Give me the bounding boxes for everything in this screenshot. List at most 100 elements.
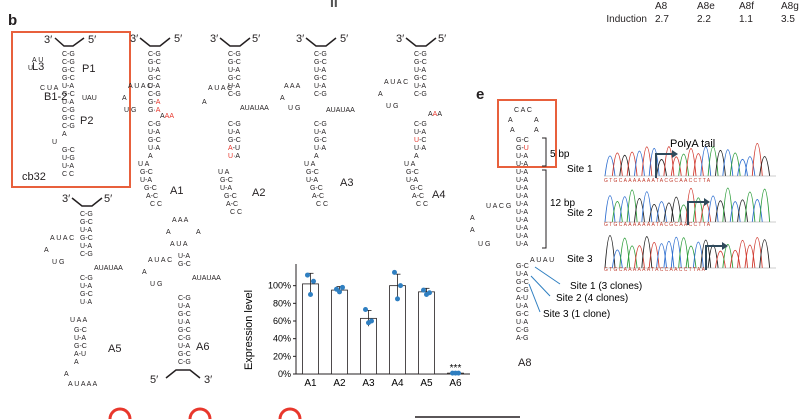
chart-y-tick-label: 40% — [273, 334, 291, 344]
cb32-P2-label: P2 — [80, 115, 93, 127]
chart-x-label-A4: A4 — [391, 378, 404, 389]
site-1-callout: Site 1 (3 clones) — [570, 281, 642, 292]
trace-peak — [715, 150, 726, 177]
svg-text:A: A — [142, 269, 147, 276]
svg-text:U-A: U-A — [516, 271, 528, 278]
svg-text:U-A: U-A — [516, 209, 528, 216]
svg-text:U A A: U A A — [70, 317, 87, 324]
trace-peak — [759, 156, 771, 177]
svg-text:A-C: A-C — [412, 193, 424, 200]
svg-text:U-A: U-A — [228, 129, 240, 136]
svg-text:A U A C: A U A C — [148, 257, 172, 264]
svg-text:A A A: A A A — [284, 83, 301, 90]
chart-bar-A2 — [331, 289, 348, 375]
svg-text:C C: C C — [416, 201, 428, 208]
trace-peak — [619, 237, 631, 269]
A8-label: A8 — [518, 357, 531, 369]
svg-text:U G: U G — [386, 103, 398, 110]
svg-text:A: A — [470, 227, 475, 234]
svg-text:G-C: G-C — [228, 75, 241, 82]
A3-5prime-label: 5′ — [340, 33, 348, 45]
A5-3prime-label: 3′ — [62, 193, 70, 205]
svg-text:C-G: C-G — [62, 123, 75, 130]
svg-text:C C: C C — [150, 201, 162, 208]
svg-text:A: A — [280, 95, 285, 102]
cb32-label: cb32 — [22, 171, 46, 183]
svg-text:U-A: U-A — [220, 185, 232, 192]
svg-text:U-A: U-A — [62, 163, 74, 170]
trace-peak — [641, 236, 653, 269]
induction-col: A8e — [697, 1, 715, 12]
svg-text:U-A: U-A — [516, 177, 528, 184]
trace-1 — [604, 142, 776, 177]
trace-peak — [729, 152, 741, 177]
trace-peak — [685, 148, 697, 177]
svg-text:A: A — [196, 229, 201, 236]
svg-text:A: A — [414, 153, 419, 160]
A5-label: A5 — [108, 343, 121, 355]
cb32-L3-label: L3 — [32, 61, 44, 73]
svg-text:C-G: C-G — [62, 51, 75, 58]
trace-2-arrow — [687, 201, 708, 225]
trace-peak — [648, 242, 660, 269]
trace-2 — [604, 187, 776, 223]
svg-text:U-A: U-A — [178, 343, 190, 350]
svg-text:G-C: G-C — [224, 193, 237, 200]
trace-peak — [634, 150, 645, 177]
trace-peak — [722, 244, 734, 269]
cb32-P1-label: P1 — [82, 63, 95, 75]
chart-point-A6 — [456, 370, 461, 376]
chart-bar-A3 — [360, 317, 377, 375]
chart-point-A5 — [421, 287, 426, 293]
chart-y-tick-label: 20% — [273, 351, 291, 361]
svg-text:U·A: U·A — [516, 319, 528, 326]
trace-peak — [729, 201, 741, 223]
svg-text:U-A: U-A — [148, 129, 160, 136]
svg-text:G-C: G-C — [406, 169, 419, 176]
svg-text:G-C: G-C — [80, 219, 93, 226]
trace-peak — [759, 188, 771, 223]
svg-text:A-U: A-U — [74, 351, 86, 358]
svg-text:G-C: G-C — [228, 59, 241, 66]
svg-text:C-G: C-G — [62, 107, 75, 114]
svg-text:G-C: G-C — [306, 169, 319, 176]
svg-text:A: A — [148, 153, 153, 160]
svg-text:U-A: U-A — [74, 335, 86, 342]
svg-text:C-G: C-G — [314, 51, 327, 58]
svg-text:U·A: U·A — [148, 145, 160, 152]
svg-text:U-A: U-A — [516, 153, 528, 160]
svg-text:G-C: G-C — [74, 327, 87, 334]
trace-peak — [619, 196, 631, 223]
svg-text:U-A: U-A — [414, 129, 426, 136]
trace-peak — [604, 195, 616, 223]
chart-point-A1 — [311, 278, 316, 284]
trace-peak — [663, 241, 675, 269]
structure-A5: 3′ 5′ C-GG-C U-AG-C U-AC-G A U A CA U GA… — [44, 193, 123, 388]
trace-peak — [670, 196, 682, 223]
svg-text:U-A: U-A — [62, 83, 74, 90]
svg-text:G-C: G-C — [74, 343, 87, 350]
svg-text:U-A: U-A — [406, 177, 418, 184]
svg-text:A: A — [62, 131, 67, 138]
induction-col: A8 — [655, 1, 668, 12]
svg-text:A A A: A A A — [172, 217, 189, 224]
chart-ylabel: Expression level — [243, 290, 255, 370]
trace-peak — [751, 199, 763, 223]
panel-b-letter: b — [8, 12, 18, 29]
A2-3prime-label: 3′ — [210, 33, 218, 45]
site-2-callout: Site 2 (4 clones) — [556, 293, 628, 304]
svg-text:U-A: U-A — [516, 225, 528, 232]
svg-text:U A: U A — [404, 161, 416, 168]
structure-A1: 3′ 5′ C-GG-C U-AG-C U-AC-G G-A G·A A U A… — [122, 33, 183, 208]
bottom-decor — [108, 407, 520, 419]
A6-label: A6 — [196, 341, 209, 353]
trace-peak — [744, 191, 756, 223]
svg-text:U-G: U-G — [62, 155, 75, 162]
svg-text:G-C: G-C — [220, 177, 233, 184]
svg-text:C C: C C — [230, 209, 242, 216]
trace-peak — [670, 156, 682, 177]
svg-text:G-C: G-C — [314, 137, 327, 144]
